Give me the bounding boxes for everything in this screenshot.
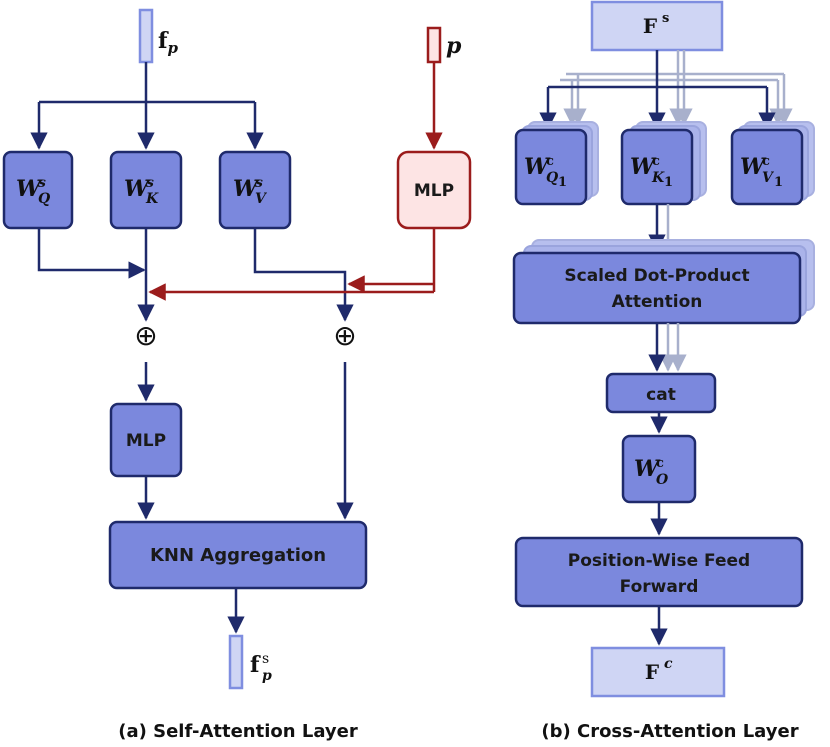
wv-self-block: W s V <box>218 150 292 230</box>
svg-text:c: c <box>762 154 770 169</box>
svg-text:W: W <box>233 176 260 202</box>
position-label: p <box>446 33 462 59</box>
wq-self-block: W s Q <box>2 150 74 230</box>
svg-text:Q: Q <box>546 170 558 186</box>
svg-text:W: W <box>630 154 657 180</box>
svg-text:W: W <box>524 154 551 180</box>
mlp-block: MLP <box>109 402 183 478</box>
self-attention-panel: fp p W s Q W s K W <box>2 8 472 742</box>
position-encoding-arrows <box>148 228 436 301</box>
svg-text:W: W <box>124 176 151 202</box>
svg-text:MLP: MLP <box>414 181 454 201</box>
svg-text:c: c <box>656 456 664 471</box>
position-wise-ffn-block: Position-Wise Feed Forward <box>514 536 804 608</box>
svg-text:Forward: Forward <box>620 577 699 597</box>
output-fc-block: F c <box>590 646 726 698</box>
svg-text:s: s <box>146 175 154 191</box>
svg-text:W: W <box>16 176 43 202</box>
svg-text:c: c <box>664 656 673 672</box>
svg-text:s: s <box>662 11 669 26</box>
svg-text:V: V <box>255 191 268 207</box>
cross-attention-panel: F s W c <box>512 0 815 742</box>
svg-text:W: W <box>740 154 767 180</box>
svg-text:KNN Aggregation: KNN Aggregation <box>150 545 326 566</box>
cross-attention-caption: (b) Cross-Attention Layer <box>541 721 798 742</box>
scaled-dot-product-attention-block: Scaled Dot-Product Attention <box>512 239 815 325</box>
svg-text:s: s <box>38 175 46 191</box>
qk-merge-arrows <box>37 228 354 322</box>
svg-text:s: s <box>255 175 263 191</box>
plus-left-symbol: ⊕ <box>134 319 157 352</box>
svg-text:K: K <box>651 170 665 186</box>
svg-text:W: W <box>634 456 661 482</box>
self-attention-caption: (a) Self-Attention Layer <box>118 721 358 742</box>
svg-text:F: F <box>643 14 657 38</box>
svg-text:1: 1 <box>774 175 783 190</box>
output-feature-label: f s p <box>250 643 277 684</box>
svg-text:Scaled Dot-Product: Scaled Dot-Product <box>564 266 749 286</box>
wv-cross-block: W c V 1 <box>730 121 815 206</box>
svg-text:O: O <box>656 472 669 488</box>
svg-text:MLP: MLP <box>126 431 166 451</box>
svg-text:c: c <box>546 154 554 169</box>
wk-self-block: W s K <box>109 150 183 230</box>
attention-to-cat-arrows <box>648 323 687 372</box>
wk-cross-block: W c K 1 <box>620 121 707 206</box>
output-feature-vector <box>228 634 244 690</box>
svg-text:K: K <box>145 191 159 207</box>
cross-branch-arrows <box>539 50 776 130</box>
cat-block: cat <box>605 372 717 414</box>
svg-text:V: V <box>762 170 775 186</box>
svg-text:Position-Wise Feed: Position-Wise Feed <box>568 551 750 571</box>
knn-aggregation-block: KNN Aggregation <box>108 520 368 590</box>
position-vector <box>426 26 442 64</box>
svg-text:1: 1 <box>664 175 673 190</box>
positional-mlp-block: MLP <box>396 150 472 230</box>
svg-text:Attention: Attention <box>612 292 703 312</box>
svg-text:c: c <box>652 154 660 169</box>
svg-text:Q: Q <box>38 191 50 207</box>
input-fs-block: F s <box>590 0 724 52</box>
svg-text:cat: cat <box>646 385 676 405</box>
input-feature-label: fp <box>158 28 178 57</box>
svg-text:F: F <box>645 660 659 684</box>
wq-cross-block: W c Q 1 <box>514 121 599 206</box>
plus-right-symbol: ⊕ <box>333 319 356 352</box>
input-feature-vector <box>138 8 154 64</box>
svg-text:1: 1 <box>558 175 567 190</box>
input-branch-arrows <box>30 62 264 150</box>
wo-block: W c O <box>621 434 697 504</box>
